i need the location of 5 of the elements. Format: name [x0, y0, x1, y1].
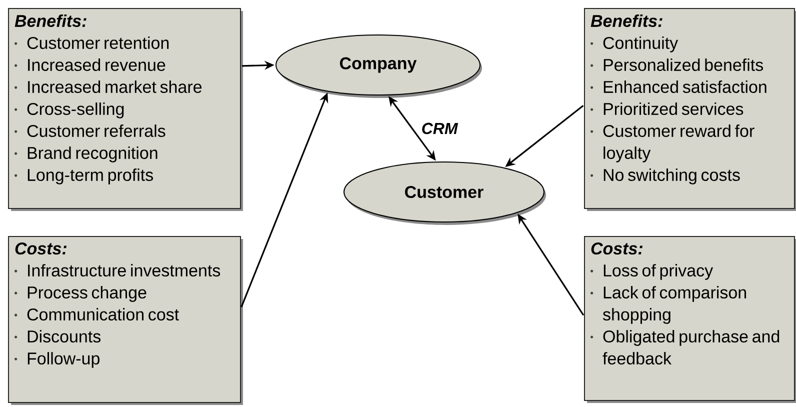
edge-label: CRM: [422, 122, 458, 134]
info-box: Costs: Loss of privacy Lack of comparison shopping Obligated purchase and feedback: [584, 236, 796, 403]
info-box: Benefits: Customer retention Increased revenue Increased market share Cross-selling Customer referrals Brand recognition Long-term profits: [8, 8, 243, 211]
info-box: Costs: Infrastructure investments Process change Communication cost Discounts Follow-up: [8, 236, 243, 405]
info-box: Benefits: Continuity Personalized benefits Enhanced satisfaction Prioritized services Customer reward for loyalty No switching costs: [584, 8, 796, 211]
